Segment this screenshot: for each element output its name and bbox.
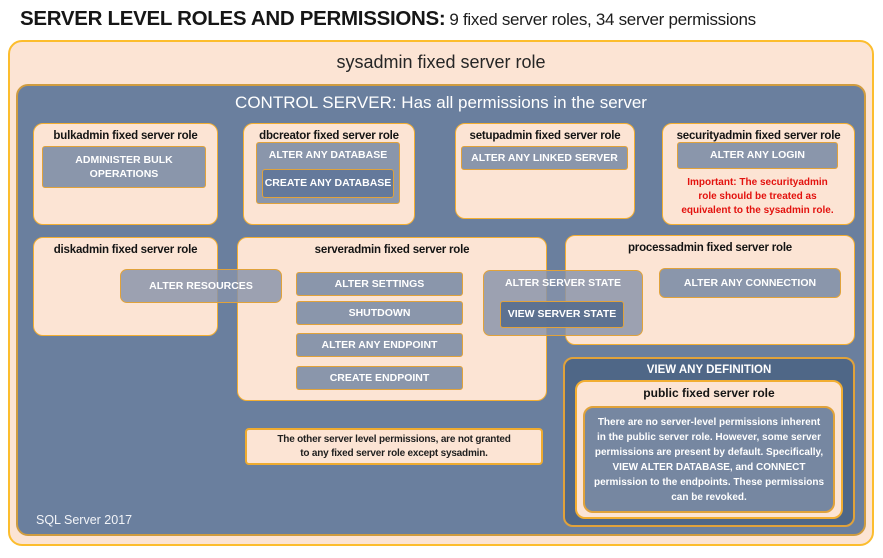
public-role-box: public fixed server role There are no se… (575, 380, 843, 519)
sysadmin-role-label: sysadmin fixed server role (336, 52, 546, 72)
permission-alter-any-linked-server: ALTER ANY LINKED SERVER (461, 146, 628, 170)
setupadmin-role-box: setupadmin fixed server role ALTER ANY L… (455, 123, 635, 219)
view-any-definition-box: VIEW ANY DEFINITION public fixed server … (563, 357, 855, 527)
page-title: SERVER LEVEL ROLES AND PERMISSIONS:9 fix… (20, 7, 756, 31)
setupadmin-role-title: setupadmin fixed server role (469, 130, 621, 142)
control-server-label: CONTROL SERVER: Has all permissions in t… (235, 93, 647, 112)
other-permissions-note: The other server level permissions, are … (245, 428, 543, 465)
sysadmin-role-box: sysadmin fixed server role CONTROL SERVE… (8, 40, 874, 546)
sql-server-version-label: SQL Server 2017 (36, 513, 133, 527)
permission-alter-any-login: ALTER ANY LOGIN (677, 142, 838, 169)
permission-alter-any-connection: ALTER ANY CONNECTION (659, 268, 841, 298)
permission-alter-settings: ALTER SETTINGS (296, 272, 463, 296)
permission-alter-any-endpoint: ALTER ANY ENDPOINT (296, 333, 463, 357)
public-role-description: There are no server-level permissions in… (583, 406, 835, 513)
diskadmin-role-title: diskadmin fixed server role (53, 244, 198, 256)
securityadmin-role-box: securityadmin fixed server role ALTER AN… (662, 123, 855, 225)
permission-create-any-database: CREATE ANY DATABASE (262, 169, 394, 198)
permission-alter-server-state-group: ALTER SERVER STATE VIEW SERVER STATE (483, 270, 643, 336)
page-title-sub: 9 fixed server roles, 34 server permissi… (449, 10, 756, 29)
permission-alter-resources-label: ALTER RESOURCES (149, 280, 253, 292)
securityadmin-role-title: securityadmin fixed server role (676, 130, 841, 142)
serveradmin-role-title: serveradmin fixed server role (314, 244, 470, 256)
page-title-main: SERVER LEVEL ROLES AND PERMISSIONS: (20, 7, 446, 30)
permission-administer-bulk-operations: ADMINISTER BULK OPERATIONS (42, 146, 206, 188)
bulkadmin-role-title: bulkadmin fixed server role (53, 130, 198, 142)
control-server-box: CONTROL SERVER: Has all permissions in t… (16, 84, 866, 536)
view-any-definition-label: VIEW ANY DEFINITION (646, 364, 772, 376)
dbcreator-role-title: dbcreator fixed server role (259, 130, 399, 142)
permission-alter-server-state-label: ALTER SERVER STATE (505, 277, 621, 289)
permission-alter-resources: ALTER RESOURCES (120, 269, 282, 303)
permission-view-server-state: VIEW SERVER STATE (500, 301, 624, 328)
processadmin-role-title: processadmin fixed server role (627, 242, 793, 254)
bulkadmin-role-box: bulkadmin fixed server role ADMINISTER B… (33, 123, 218, 225)
dbcreator-role-box: dbcreator fixed server role ALTER ANY DA… (243, 123, 415, 225)
public-role-title: public fixed server role (643, 386, 775, 400)
permission-shutdown: SHUTDOWN (296, 301, 463, 325)
securityadmin-warning-note: Important: The securityadmin role should… (681, 177, 834, 216)
permission-create-endpoint: CREATE ENDPOINT (296, 366, 463, 390)
serveradmin-role-box: serveradmin fixed server role ALTER SETT… (237, 237, 547, 401)
